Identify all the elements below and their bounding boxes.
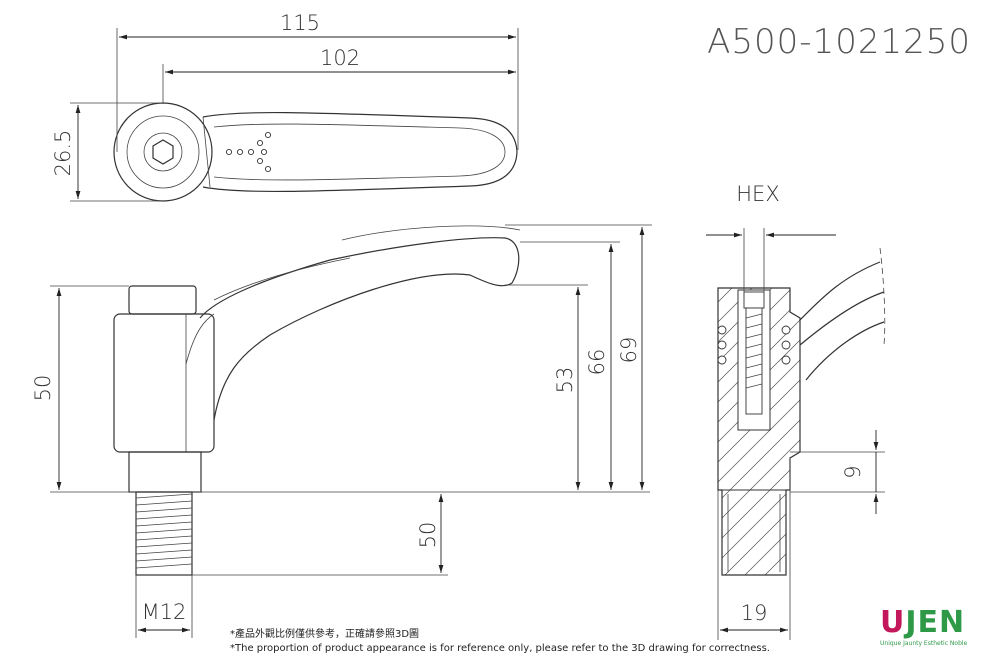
dim-115-label: 115 [280,11,320,35]
dim-53-label: 53 [553,367,577,394]
hex-socket [152,139,174,165]
top-lever-outline [202,111,518,193]
dim-26-5-label: 26.5 [51,130,75,177]
top-head-outer [113,102,213,202]
notes: *產品外觀比例僅供參考，正確請參照3D圖 *The proportion of … [230,628,770,656]
dim-9-label: 9 [841,465,865,478]
dim-102-label: 102 [320,46,360,70]
note-english: *The proportion of product appearance is… [230,643,770,654]
note-chinese: *產品外觀比例僅供參考，正確請參照3D圖 [230,629,420,640]
thread-lines [135,493,193,569]
side-view [50,224,652,638]
top-view [70,28,519,202]
top-head-inner [126,115,200,189]
dim-66-label: 66 [585,349,609,376]
dim-19-label: 19 [741,601,768,625]
top-lever-inner [213,123,506,181]
grip-dots [225,131,272,173]
section-balls [717,325,791,365]
thread-stud [135,491,193,576]
dim-m12-label: M12 [142,600,187,624]
dim-69-label: 69 [617,337,641,364]
logo-wordmark: UJEN [880,608,980,638]
top-lever-neck [202,116,211,188]
dim-50-thread-label: 50 [416,522,440,549]
logo-tagline: Unique Jaunty Esthetic Noble [880,640,968,647]
hex-label: HEX [736,182,779,206]
logo-letters-jen: JEN [905,605,966,640]
top-head-bore [143,132,183,172]
side-lever-top [341,225,521,241]
section-view [706,228,886,640]
side-hub-body [113,313,215,453]
section-lever [799,261,885,381]
part-number: A500-1021250 [707,22,971,62]
side-hub-cap [128,285,197,315]
logo-letter-u: U [880,605,906,640]
side-lever-outline [199,237,520,421]
brand-logo: UJEN Unique Jaunty Esthetic Noble [880,608,980,648]
side-collar [128,451,202,493]
dim-50-left-label: 50 [31,375,55,402]
